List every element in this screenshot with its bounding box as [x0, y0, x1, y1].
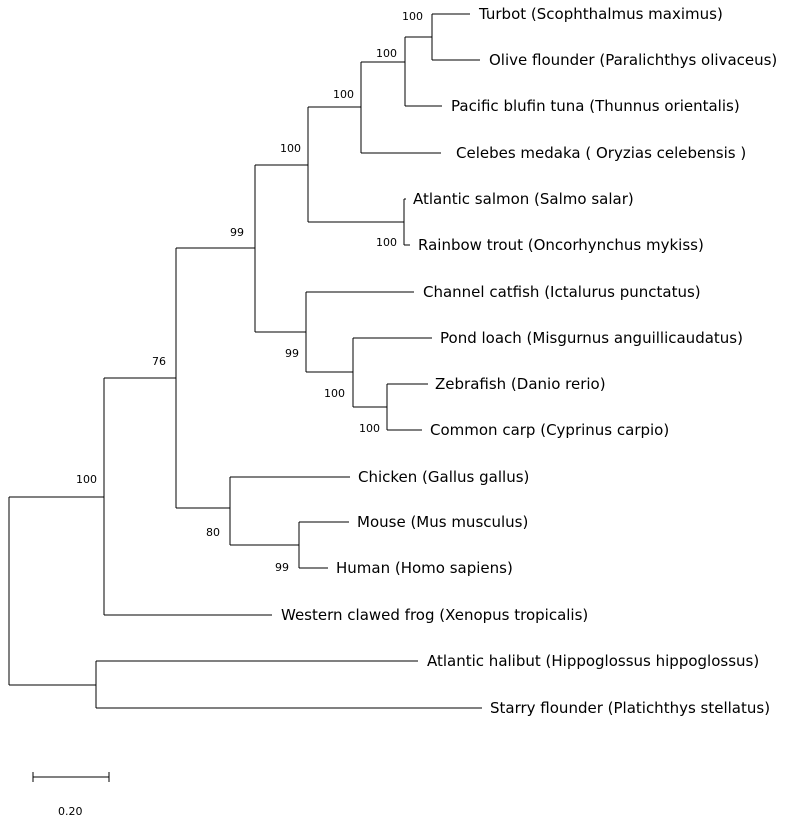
taxon-labels: Turbot (Scophthalmus maximus) Olive flou…	[281, 5, 777, 717]
scale-bar-label: 0.20	[58, 805, 83, 818]
bootstrap-amniote: 80	[206, 526, 220, 539]
taxon-label-western-clawed-frog: Western clawed frog (Xenopus tropicalis)	[281, 606, 588, 624]
taxon-label-pacific-bluefin-tuna: Pacific blufin tuna (Thunnus orientalis)	[451, 97, 740, 115]
taxon-label-atlantic-salmon: Atlantic salmon (Salmo salar)	[413, 190, 634, 208]
bootstrap-zebrafish-carp: 100	[359, 422, 380, 435]
scale-bar: 0.20	[32, 772, 110, 818]
taxon-label-starry-flounder: Starry flounder (Platichthys stellatus)	[490, 699, 770, 717]
taxon-label-pond-loach: Pond loach (Misgurnus anguillicaudatus)	[440, 329, 743, 347]
taxon-label-mouse: Mouse (Mus musculus)	[357, 513, 528, 531]
taxon-label-chicken: Chicken (Gallus gallus)	[358, 468, 529, 486]
taxon-label-celebes-medaka: Celebes medaka ( Oryzias celebensis )	[456, 144, 746, 162]
bootstrap-ostariophysi: 99	[285, 347, 299, 360]
bootstrap-tetrapod-teleost: 76	[152, 355, 166, 368]
taxon-label-common-carp: Common carp (Cyprinus carpio)	[430, 421, 669, 439]
tree-branches	[8, 13, 482, 709]
bootstrap-loach-cyprinid: 100	[324, 387, 345, 400]
taxon-label-olive-flounder: Olive flounder (Paralichthys olivaceus)	[489, 51, 777, 69]
taxon-label-rainbow-trout: Rainbow trout (Oncorhynchus mykiss)	[418, 236, 704, 254]
taxon-label-zebrafish: Zebrafish (Danio rerio)	[435, 375, 606, 393]
bootstrap-turbot-olive: 100	[402, 10, 423, 23]
bootstrap-teleost: 99	[230, 226, 244, 239]
taxon-label-human: Human (Homo sapiens)	[336, 559, 513, 577]
taxon-label-atlantic-halibut: Atlantic halibut (Hippoglossus hippoglos…	[427, 652, 759, 670]
taxon-label-turbot: Turbot (Scophthalmus maximus)	[478, 5, 723, 23]
bootstrap-neoteleost: 100	[280, 142, 301, 155]
taxon-label-channel-catfish: Channel catfish (Ictalurus punctatus)	[423, 283, 701, 301]
bootstrap-salmonid: 100	[376, 236, 397, 249]
bootstrap-mouse-human: 99	[275, 561, 289, 574]
bootstrap-percomorph: 100	[333, 88, 354, 101]
bootstrap-values: 100 100 100 100 99 100 99 76 100 100 100…	[76, 10, 423, 574]
bootstrap-flatfish-tuna: 100	[376, 47, 397, 60]
bootstrap-ingroup-frog: 100	[76, 473, 97, 486]
